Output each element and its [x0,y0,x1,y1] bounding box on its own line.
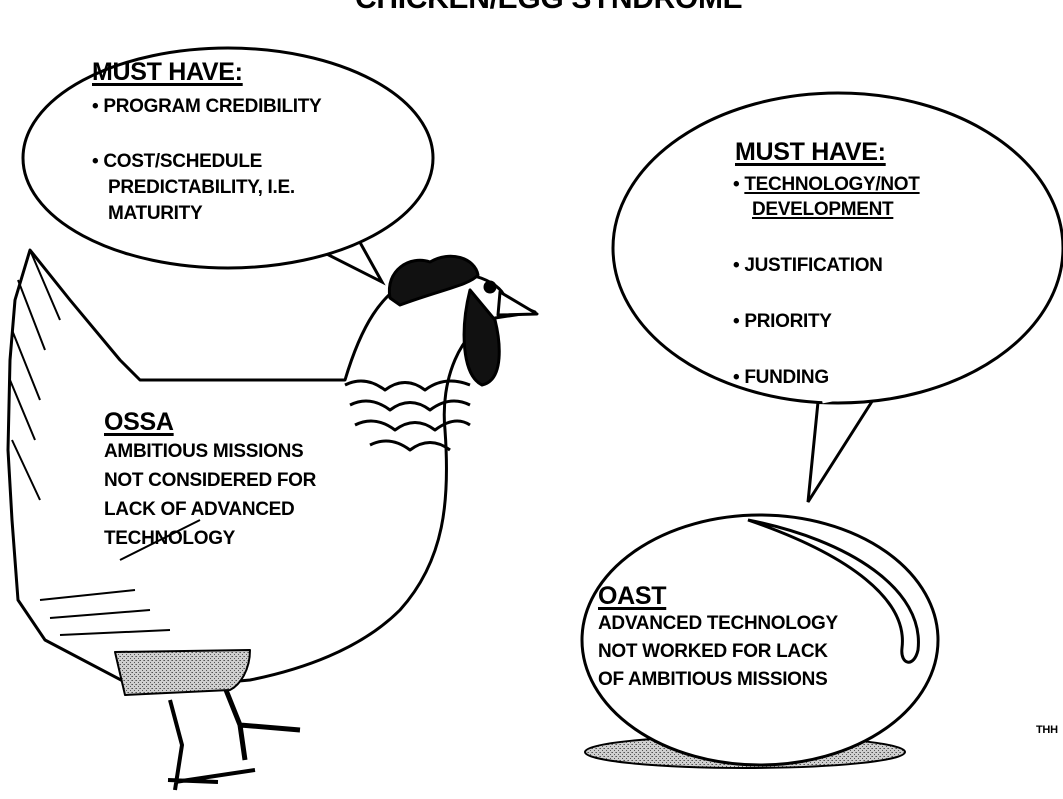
ossa-label: OSSA [104,408,174,437]
oast-bubble-item: • PRIORITY [733,310,832,334]
ossa-description-line: AMBITIOUS MISSIONS [104,440,303,464]
oast-bubble-item-continued: DEVELOPMENT [752,198,893,222]
chicken-thigh [115,650,250,695]
ossa-bubble-item: • PROGRAM CREDIBILITY [92,95,321,119]
oast-bubble-item: • FUNDING [733,366,829,390]
oast-bubble-item: • JUSTIFICATION [733,254,883,278]
ossa-description-line: TECHNOLOGY [104,527,235,551]
oast-bubble-item: • TECHNOLOGY/NOT [733,173,920,197]
ossa-bubble-heading: MUST HAVE: [92,58,243,87]
diagram-title: CHICKEN/EGG SYNDROME [355,0,742,16]
oast-description-line: ADVANCED TECHNOLOGY [598,612,838,636]
oast-description-line: OF AMBITIOUS MISSIONS [598,668,827,692]
ossa-description-line: NOT CONSIDERED FOR [104,469,316,493]
ossa-description-line: LACK OF ADVANCED [104,498,294,522]
ossa-bubble-item: • COST/SCHEDULE [92,150,262,174]
chicken-leg-front [222,680,300,760]
oast-description-line: NOT WORKED FOR LACK [598,640,828,664]
footer-code: THH [1036,724,1058,736]
ossa-bubble-item-continued: MATURITY [108,202,202,226]
chicken-beak [498,292,537,315]
oast-bubble-heading: MUST HAVE: [735,138,886,167]
chicken-eye [485,282,495,292]
ossa-bubble-item-continued: PREDICTABILITY, I.E. [108,176,295,200]
oast-label: OAST [598,582,666,611]
